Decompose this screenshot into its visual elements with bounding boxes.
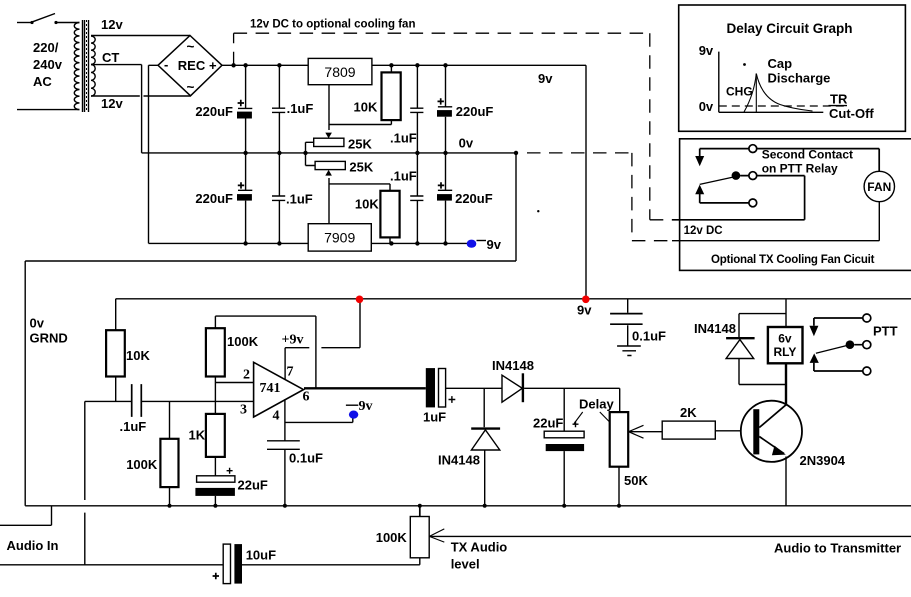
svg-text:12v: 12v: [101, 96, 123, 111]
svg-text:220uF: 220uF: [456, 104, 494, 119]
svg-text:Cap: Cap: [768, 56, 793, 71]
svg-text:0v: 0v: [30, 316, 45, 331]
svg-text:1uF: 1uF: [423, 410, 446, 425]
svg-text:22uF: 22uF: [238, 478, 268, 493]
svg-text:240v: 240v: [33, 57, 63, 72]
svg-text:220/: 220/: [33, 40, 59, 55]
svg-text:9v: 9v: [577, 303, 592, 318]
svg-text:12v: 12v: [101, 17, 123, 32]
svg-text:25K: 25K: [348, 137, 372, 152]
svg-text:220uF: 220uF: [455, 191, 493, 206]
svg-text:0v: 0v: [699, 99, 714, 114]
svg-text:6v: 6v: [778, 332, 792, 346]
svg-text:7809: 7809: [324, 64, 355, 80]
svg-text:.1uF: .1uF: [390, 169, 417, 184]
svg-text:IN4148: IN4148: [438, 453, 480, 468]
svg-text:0.1uF: 0.1uF: [289, 451, 323, 466]
svg-text:2: 2: [243, 368, 250, 383]
svg-text:100K: 100K: [227, 334, 259, 349]
svg-text:0.1uF: 0.1uF: [632, 329, 666, 344]
svg-text:4: 4: [273, 409, 280, 424]
svg-text:6: 6: [303, 390, 310, 405]
svg-text:10K: 10K: [354, 100, 378, 115]
svg-text:~: ~: [187, 80, 195, 95]
svg-text:RLY: RLY: [773, 345, 796, 359]
svg-text:Discharge: Discharge: [768, 71, 831, 86]
svg-text:+: +: [209, 58, 217, 73]
svg-text:CHG: CHG: [726, 85, 753, 99]
svg-text:220uF: 220uF: [195, 104, 233, 119]
svg-text:9v: 9v: [359, 399, 373, 414]
svg-text:22uF: 22uF: [533, 416, 563, 431]
svg-text:2N3904: 2N3904: [800, 453, 846, 468]
svg-text:2K: 2K: [680, 405, 697, 420]
svg-text:7909: 7909: [324, 230, 355, 246]
svg-text:Delay Circuit Graph: Delay Circuit Graph: [727, 21, 853, 36]
svg-text:10K: 10K: [126, 348, 150, 363]
svg-text:PTT: PTT: [873, 324, 898, 339]
svg-text:.1uF: .1uF: [390, 131, 417, 146]
svg-text:0v: 0v: [459, 136, 474, 151]
svg-text:Audio In: Audio In: [7, 538, 59, 553]
svg-text:7: 7: [287, 365, 294, 380]
svg-text:220uF: 220uF: [195, 191, 233, 206]
svg-text:TR: TR: [830, 92, 848, 107]
svg-text:3: 3: [240, 403, 247, 418]
svg-text:IN4148: IN4148: [694, 321, 736, 336]
svg-text:100K: 100K: [376, 530, 408, 545]
svg-text:9v: 9v: [699, 43, 714, 58]
svg-text:.1uF: .1uF: [287, 101, 314, 116]
svg-text:.1uF: .1uF: [120, 419, 147, 434]
svg-text:9v: 9v: [487, 237, 502, 252]
svg-text:GRND: GRND: [30, 331, 68, 346]
svg-text:Audio to Transmitter: Audio to Transmitter: [774, 541, 901, 556]
svg-text:REC: REC: [178, 58, 206, 73]
svg-text:10uF: 10uF: [246, 548, 276, 563]
svg-text:9v: 9v: [538, 71, 553, 86]
svg-text:-: -: [164, 57, 168, 72]
svg-text:100K: 100K: [126, 457, 158, 472]
svg-text:Delay: Delay: [579, 397, 614, 412]
svg-text:12v DC to optional cooling fan: 12v DC to optional cooling fan: [250, 19, 415, 31]
svg-text:~: ~: [187, 39, 195, 54]
svg-text:25K: 25K: [349, 160, 373, 175]
svg-text:CT: CT: [102, 50, 119, 65]
svg-text:AC: AC: [33, 74, 52, 89]
svg-text:FAN: FAN: [867, 180, 891, 194]
svg-text:IN4148: IN4148: [492, 358, 534, 373]
svg-text:1K: 1K: [189, 428, 206, 443]
svg-text:50K: 50K: [624, 473, 648, 488]
svg-text:Cut-Off: Cut-Off: [829, 106, 874, 121]
svg-text:Second Contact: Second Contact: [762, 148, 853, 162]
svg-text:12v DC: 12v DC: [684, 225, 723, 237]
svg-text:level: level: [451, 557, 480, 572]
svg-text:on PTT Relay: on PTT Relay: [762, 162, 838, 176]
svg-text:Optional TX Cooling Fan Cicuit: Optional TX Cooling Fan Cicuit: [711, 254, 875, 266]
svg-text:10K: 10K: [355, 197, 379, 212]
svg-text:741: 741: [260, 381, 281, 396]
svg-text:.1uF: .1uF: [286, 192, 313, 207]
svg-text:+9v: +9v: [282, 333, 304, 348]
svg-text:TX Audio: TX Audio: [451, 540, 508, 555]
